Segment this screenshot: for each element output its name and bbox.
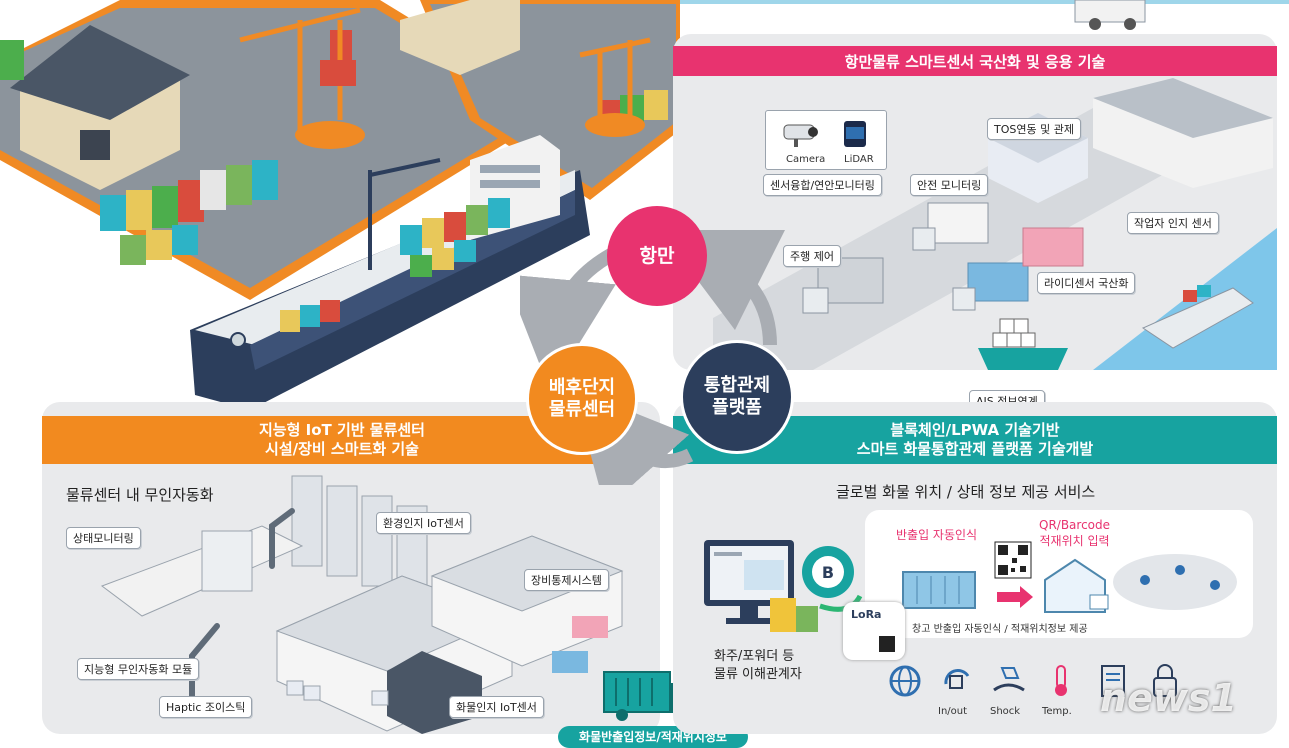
- sensor-box: Camera LiDAR: [765, 110, 887, 170]
- camera-label: Camera: [786, 154, 826, 165]
- platform-line2: 플랫폼: [712, 397, 762, 418]
- platform-heading: 글로벌 화물 위치 / 상태 정보 제공 서비스: [836, 483, 1096, 501]
- label-cargo-sensor: 화물인지 IoT센서: [449, 696, 544, 718]
- auto-recognition-label: 반출입 자동인식: [896, 528, 978, 542]
- logistics-banner-line1: 지능형 IoT 기반 물류센터: [259, 420, 425, 439]
- qr-label-line2: 적재위치 입력: [1039, 533, 1110, 548]
- temp-label: Temp.: [1042, 706, 1072, 717]
- qr-label: QR/Barcode 적재위치 입력: [1039, 518, 1110, 549]
- shock-label: Shock: [990, 706, 1021, 717]
- qr-label-line1: QR/Barcode: [1039, 518, 1111, 532]
- tracking-illustration: [902, 541, 1237, 613]
- label-lidar-sensor: 라이디센서 국산화: [1037, 272, 1136, 294]
- lora-qr-icon: [879, 636, 895, 652]
- temp-icon: [1040, 660, 1082, 702]
- label-sensor-fusion: 센서융합/연안모니터링: [763, 174, 882, 196]
- label-safety: 안전 모니터링: [910, 174, 989, 196]
- label-tos: TOS연동 및 관제: [987, 118, 1081, 140]
- lora-device: LoRa: [843, 602, 905, 660]
- label-haptic: Haptic 조이스틱: [159, 696, 253, 718]
- hinterland-line2: 물류센터: [548, 399, 616, 420]
- lora-label: LoRa: [851, 608, 882, 621]
- port-sensor-illustration: [713, 78, 1277, 370]
- hinterland-node: 배후단지 물류센터: [526, 343, 638, 455]
- shipper-line1: 화주/포워더 등: [714, 649, 795, 664]
- shock-icon: [988, 660, 1030, 702]
- platform-banner-line2: 스마트 화물통합관제 플랫폼 기술개발: [856, 440, 1094, 458]
- platform-line1: 통합관제: [703, 375, 771, 397]
- warehouse-caption: 창고 반출입 자동인식 / 적재위치정보 제공: [912, 624, 1088, 635]
- logistics-center-illustration: [100, 475, 624, 734]
- lock-icon: [1144, 660, 1186, 702]
- inout-label: In/out: [938, 706, 968, 717]
- port-node-label: 항만: [639, 244, 675, 267]
- inout-icon: [936, 660, 978, 702]
- svg-text:B: B: [822, 563, 834, 582]
- hinterland-line1: 배후단지: [548, 377, 616, 399]
- port-illustration: [0, 0, 680, 410]
- logistics-heading: 물류센터 내 무인자동화: [66, 486, 214, 504]
- lidar-label: LiDAR: [844, 154, 874, 165]
- top-truck-fragment: [1074, 0, 1146, 30]
- platform-banner-line1: 블록체인/LPWA 기술기반: [890, 420, 1060, 439]
- label-status-monitoring: 상태모니터링: [66, 527, 141, 549]
- document-icon: [1092, 660, 1134, 702]
- watermark: news1: [1100, 676, 1237, 720]
- label-env-sensor: 환경인지 IoT센서: [376, 512, 471, 534]
- platform-computer-illustration: B: [704, 540, 863, 632]
- smart-sensor-banner: 항만물류 스마트센서 국산화 및 응용 기술: [673, 46, 1277, 76]
- platform-node: 통합관제 플랫폼: [680, 340, 794, 454]
- camera-icon: [783, 124, 818, 147]
- label-driving: 주행 제어: [783, 245, 841, 267]
- globe-icon: [884, 660, 926, 702]
- port-node: 항만: [607, 206, 707, 306]
- lidar-icon: [844, 121, 866, 147]
- top-strip: [560, 0, 1289, 4]
- label-automation-module: 지능형 무인자동화 모듈: [77, 658, 200, 680]
- shipper-line2: 물류 이해관계자: [714, 666, 802, 682]
- label-equip-control: 장비통제시스템: [524, 569, 609, 591]
- logistics-banner-line2: 시설/장비 스마트화 기술: [265, 440, 419, 458]
- shipper-label: 화주/포워더 등 물류 이해관계자: [714, 648, 802, 683]
- label-worker: 작업자 인지 센서: [1127, 212, 1219, 234]
